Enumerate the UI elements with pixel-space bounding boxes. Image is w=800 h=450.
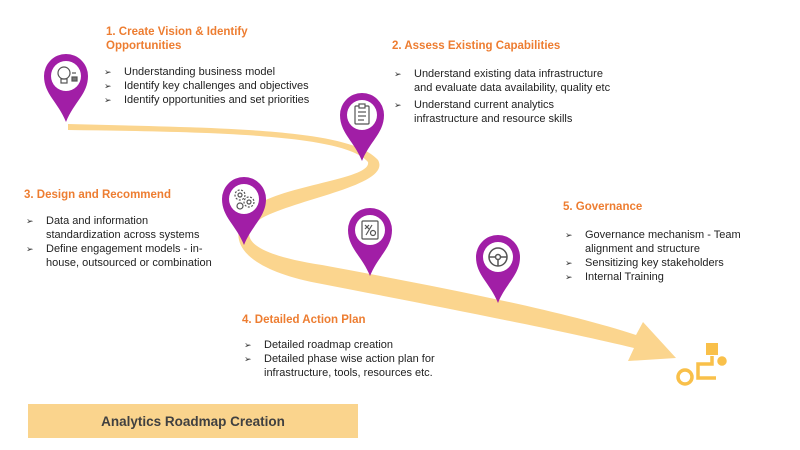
gears-icon xyxy=(234,189,255,210)
bullet-item: Identify opportunities and set prioritie… xyxy=(102,93,309,107)
clipboard-icon xyxy=(354,103,370,125)
section-3: 3. Design and Recommend Data and informa… xyxy=(24,188,212,270)
strategy-board-icon xyxy=(361,220,379,240)
bullet-list: Understand existing data infrastructure … xyxy=(392,67,610,126)
pin-4 xyxy=(348,208,392,276)
bullet-list: Data and information standardization acr… xyxy=(24,214,212,270)
bullet-item: Data and information standardization acr… xyxy=(24,214,212,242)
pin-3 xyxy=(222,177,266,245)
bullet-item: Detailed roadmap creation xyxy=(242,338,435,352)
roadmap-goal-icon xyxy=(676,343,727,386)
bullet-item: Governance mechanism - Team alignment an… xyxy=(563,228,741,256)
steering-wheel-icon xyxy=(488,247,508,267)
roadmap-path xyxy=(68,124,676,361)
bullet-item: Identify key challenges and objectives xyxy=(102,79,309,93)
bullet-item: Understand current analytics infrastruct… xyxy=(392,98,610,126)
bullet-list: Detailed roadmap creation Detailed phase… xyxy=(242,338,435,380)
bullet-item: Define engagement models - in- house, ou… xyxy=(24,242,212,270)
diagram-title: Analytics Roadmap Creation xyxy=(101,413,285,429)
section-4: 4. Detailed Action Plan Detailed roadmap… xyxy=(242,313,435,380)
pin-1 xyxy=(44,54,88,122)
bullet-list: Governance mechanism - Team alignment an… xyxy=(563,228,741,284)
section-title: 4. Detailed Action Plan xyxy=(242,314,366,326)
section-title: 5. Governance xyxy=(563,201,643,213)
bullet-item: Internal Training xyxy=(563,270,741,284)
section-5: 5. Governance Governance mechanism - Tea… xyxy=(563,200,741,284)
bullet-list: Understanding business model Identify ke… xyxy=(102,65,309,107)
diagram-title-banner: Analytics Roadmap Creation xyxy=(28,404,358,438)
bullet-item: Sensitizing key stakeholders xyxy=(563,256,741,270)
bullet-item: Detailed phase wise action plan for infr… xyxy=(242,352,435,380)
pin-2 xyxy=(340,93,384,161)
section-title: 1. Create Vision & Identify Opportunitie… xyxy=(106,26,248,52)
section-1: 1. Create Vision & Identify Opportunitie… xyxy=(102,25,309,107)
section-2: 2. Assess Existing Capabilities Understa… xyxy=(392,39,610,129)
bullet-item: Understanding business model xyxy=(102,65,309,79)
pin-5 xyxy=(476,235,520,303)
bullet-item: Understand existing data infrastructure … xyxy=(392,67,610,95)
section-title: 3. Design and Recommend xyxy=(24,189,171,201)
section-title: 2. Assess Existing Capabilities xyxy=(392,40,561,52)
lightbulb-icon xyxy=(57,66,78,84)
